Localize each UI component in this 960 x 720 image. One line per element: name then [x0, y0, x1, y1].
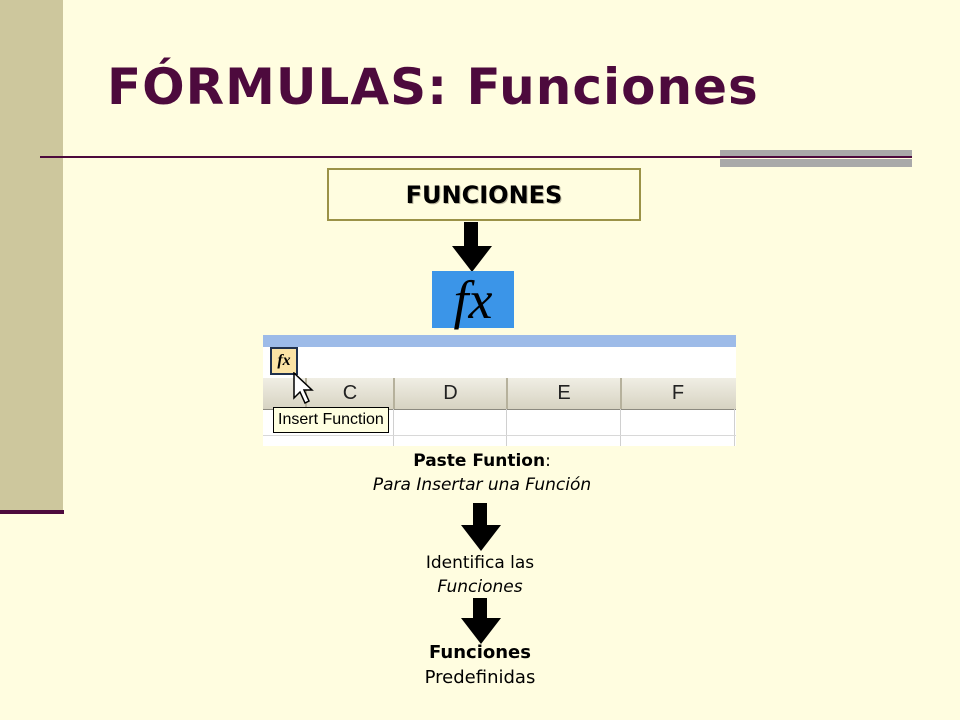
down-arrow-icon	[452, 222, 492, 272]
slide-title: FÓRMULAS: Funciones	[107, 58, 759, 116]
column-header-c[interactable]: C	[305, 378, 393, 409]
column-header-row	[263, 378, 736, 410]
fx-symbol: fx	[453, 269, 493, 330]
identify-functions-caption: Identifica las Funciones	[425, 553, 535, 597]
mouse-pointer-icon	[293, 372, 314, 405]
predefined-functions-caption: Funciones Predefinidas	[424, 642, 536, 688]
funciones-box: FUNCIONES	[327, 168, 641, 221]
cell-row[interactable]	[263, 435, 736, 436]
column-header-d[interactable]: D	[393, 378, 506, 409]
column-header-e[interactable]: E	[506, 378, 620, 409]
funciones-box-label: FUNCIONES	[405, 180, 563, 209]
paste-function-caption: Paste Funtion: Para Insertar una Función	[372, 451, 592, 495]
down-arrow-icon	[461, 598, 501, 644]
insert-function-fx-label: fx	[277, 352, 291, 369]
excel-screenshot: fx C D E F Insert Function	[263, 335, 736, 446]
column-header-f[interactable]: F	[620, 378, 734, 409]
title-rule-accent	[720, 150, 912, 167]
excel-formula-bar	[263, 335, 736, 378]
insert-function-button[interactable]: fx	[270, 347, 298, 375]
fx-icon: fx	[432, 269, 514, 330]
left-decor-underline	[0, 510, 64, 514]
left-decor-bar	[0, 0, 63, 510]
insert-function-tooltip: Insert Function	[273, 407, 389, 433]
title-rule	[40, 156, 912, 158]
down-arrow-icon	[461, 503, 501, 551]
